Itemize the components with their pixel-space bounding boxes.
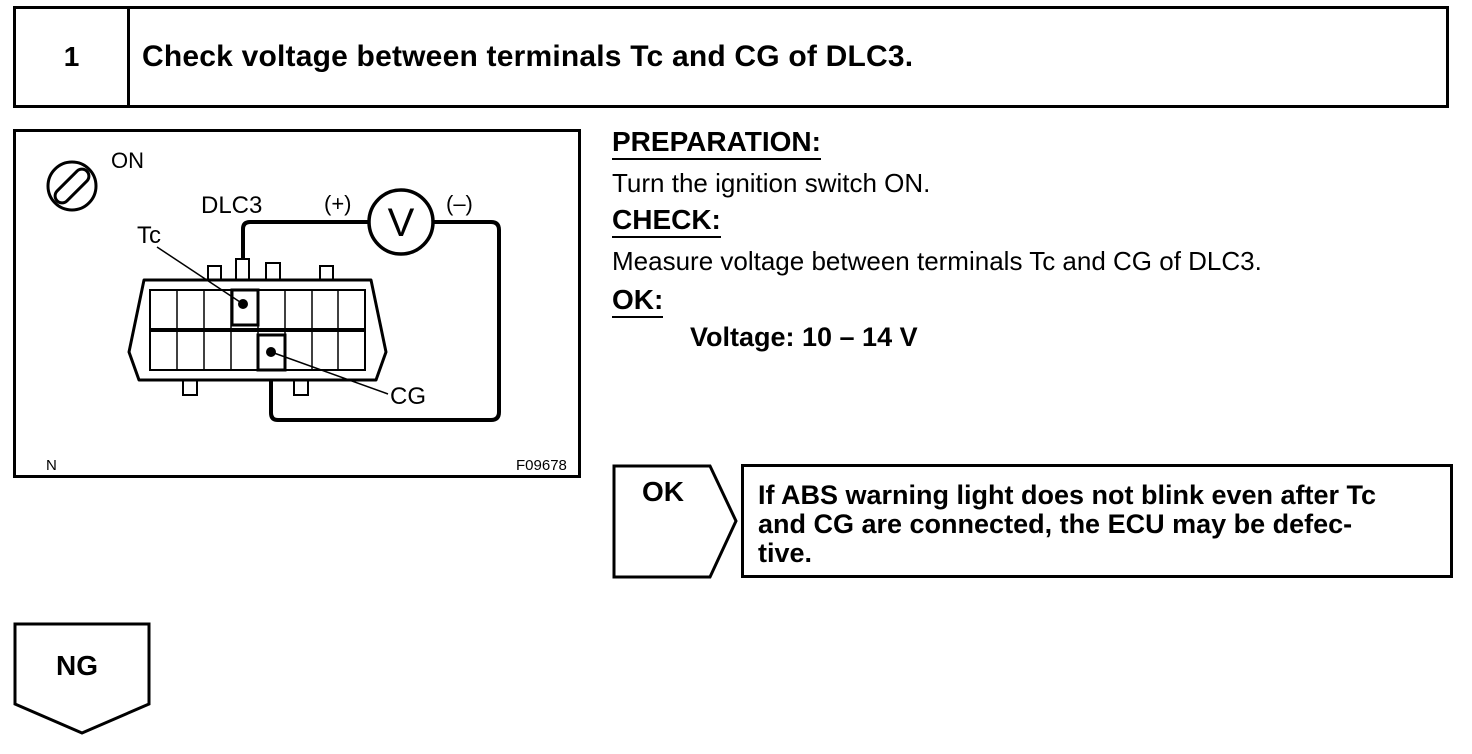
tc-label: Tc — [137, 222, 161, 249]
tc-terminal — [230, 288, 260, 327]
preparation-heading: PREPARATION: — [612, 127, 821, 160]
ok-result-line-3: tive. — [758, 538, 813, 568]
ok-result-label: OK — [642, 476, 684, 507]
ignition-on-label: ON — [111, 148, 144, 173]
negative-probe-wire — [269, 220, 501, 422]
step-title: Check voltage between terminals Tc and C… — [142, 40, 914, 73]
plus-probe-label: (+) — [324, 191, 352, 216]
figure-id: F09678 — [516, 457, 567, 474]
step-header: 1 Check voltage between terminals Tc and… — [13, 6, 1449, 108]
corner-code: N — [46, 457, 57, 474]
step-number: 1 — [16, 9, 130, 105]
cg-label: CG — [390, 383, 426, 410]
voltmeter-icon: V — [367, 188, 435, 256]
ok-result-line-1: If ABS warning light does not blink even… — [758, 480, 1377, 510]
cg-leader-line — [273, 352, 389, 395]
voltage-spec: Voltage: 10 – 14 V — [690, 322, 918, 352]
voltmeter-symbol: V — [388, 201, 415, 245]
cg-terminal — [256, 333, 287, 372]
ok-criteria-heading: OK: — [612, 285, 664, 318]
positive-probe-wire — [241, 220, 369, 302]
check-text: Measure voltage between terminals Tc and… — [612, 246, 1262, 276]
minus-probe-label: (–) — [446, 191, 473, 216]
preparation-text: Turn the ignition switch ON. — [612, 168, 931, 198]
diagram-drawing: ON DLC3 (+) (–) Tc CG N F09678 V — [46, 148, 567, 474]
dlc3-connector — [127, 258, 388, 396]
check-heading: CHECK: — [612, 205, 721, 238]
dlc3-label: DLC3 — [201, 192, 262, 219]
ok-result-line-2: and CG are connected, the ECU may be def… — [758, 509, 1353, 539]
tc-leader-line — [156, 246, 241, 303]
ok-arrow-shape — [612, 464, 738, 579]
ng-result-label: NG — [56, 650, 98, 681]
wiring-diagram: ON DLC3 (+) (–) Tc CG N F09678 V — [13, 129, 581, 478]
ignition-switch-icon — [46, 160, 98, 212]
ok-result-box: If ABS warning light does not blink even… — [741, 464, 1453, 578]
ng-arrow-shape — [13, 622, 151, 735]
